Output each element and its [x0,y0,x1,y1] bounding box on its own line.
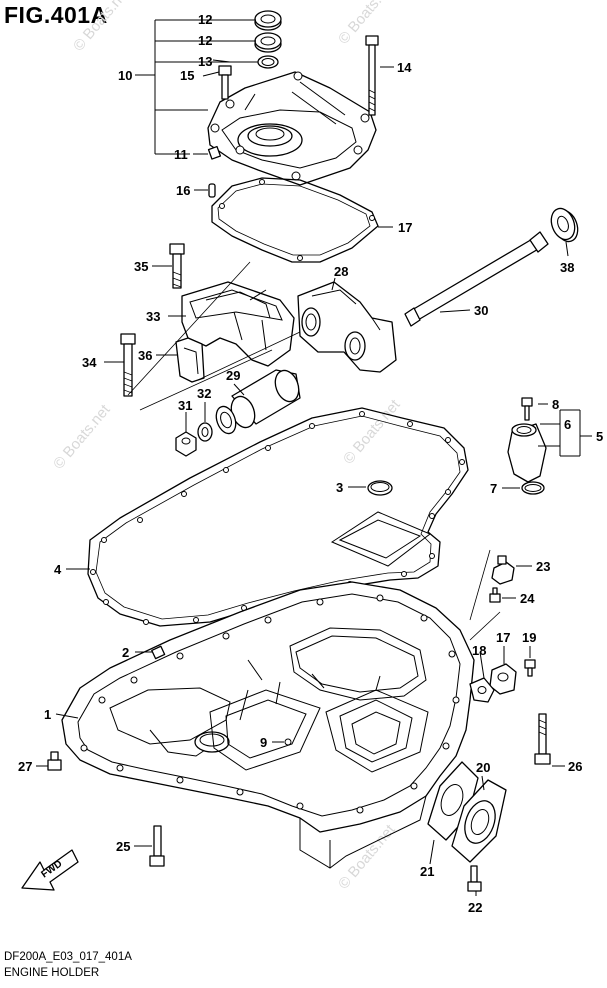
fitting-24 [491,555,515,585]
bolt-20 [524,659,536,677]
callout-26: 25 [116,839,130,854]
pin-17 [208,183,216,198]
bolt-31 [404,231,549,327]
plug-11 [207,145,222,160]
bolt-23 [467,865,482,892]
callout-18: 17 [496,630,510,645]
callout-8: 8 [552,397,559,412]
callout-1: 1 [44,707,51,722]
callout-6: 6 [564,417,571,432]
watermark: © Boats.net [50,401,114,473]
oil-seal-12a [254,10,282,31]
callout-15: 14 [397,60,412,75]
callout-36: 35 [134,259,148,274]
o-ring-3 [367,480,393,496]
cover-21 [451,779,507,863]
callout-19: 18 [472,643,486,658]
rubber-mount-30 [215,369,301,435]
gasket-19 [469,677,495,703]
bolt-36 [169,243,185,289]
callout-17: 16 [176,183,190,198]
bolt-27 [534,713,551,765]
gasket-22 [427,761,479,841]
callout-25: 24 [520,591,535,606]
o-ring-7 [521,481,545,495]
oil-seal-12b [254,32,282,53]
callout-23: 22 [468,900,482,915]
callout-27: 26 [568,759,582,774]
washer-33 [197,422,213,442]
bolt-16 [218,65,232,100]
bolt-28 [47,751,62,771]
bolt-35 [120,333,136,397]
callout-labels: 12 12 13 10 15 14 11 16 17 38 35 28 30 3… [18,12,603,915]
o-ring-13 [257,55,279,69]
callout-3: 3 [336,480,343,495]
holder-34 [181,281,295,367]
callout-24: 23 [536,559,550,574]
gasket-4 [87,407,469,627]
callout-10: 10 [118,68,132,83]
callout-38: 38 [560,260,574,275]
callout-32: 31 [178,398,192,413]
washer-38 [550,207,579,243]
callout-37: 36 [138,348,152,363]
fwd-arrow: FWD [21,849,79,891]
callout-9: 9 [260,735,267,750]
callout-28: 27 [18,759,32,774]
diagram-caption: ENGINE HOLDER [4,967,100,979]
pipe-6 [507,423,547,483]
diagram-code: DF200A_E03_017_401A [4,951,132,963]
cover-10 [207,71,377,186]
callout-21: 20 [476,760,490,775]
bolt-8 [521,397,533,421]
nut-32 [175,431,197,457]
callout-33: 32 [197,386,211,401]
watermark: © Boats.net [70,0,134,55]
mount-29 [297,281,397,373]
leader-lines [36,19,592,896]
callout-16: 15 [180,68,194,83]
bolt-15 [365,35,379,116]
callout-14: 17 [398,220,412,235]
callout-7: 7 [490,481,497,496]
bracket-37 [175,337,205,383]
bolt-25 [489,587,501,603]
callout-31: 30 [474,303,488,318]
callout-11: 11 [174,147,188,162]
callout-20: 19 [522,630,536,645]
bolt-26 [149,825,165,867]
callout-29: 28 [334,264,348,279]
callout-2: 2 [122,645,129,660]
callout-13: 13 [198,54,212,69]
callout-12: 12 [198,33,212,48]
callout-5: 5 [596,429,603,444]
figure-title: FIG.401A [4,2,108,28]
engine-holder-1 [61,581,475,869]
callout-4: 4 [54,562,62,577]
callout-34: 33 [146,309,160,324]
callout-12: 12 [198,12,212,27]
gasket-14 [211,177,379,263]
callout-30: 29 [226,368,240,383]
callout-35: 34 [82,355,97,370]
watermark: © Boats.net [340,396,404,468]
plug-2 [151,645,166,660]
callout-22: 21 [420,864,434,879]
